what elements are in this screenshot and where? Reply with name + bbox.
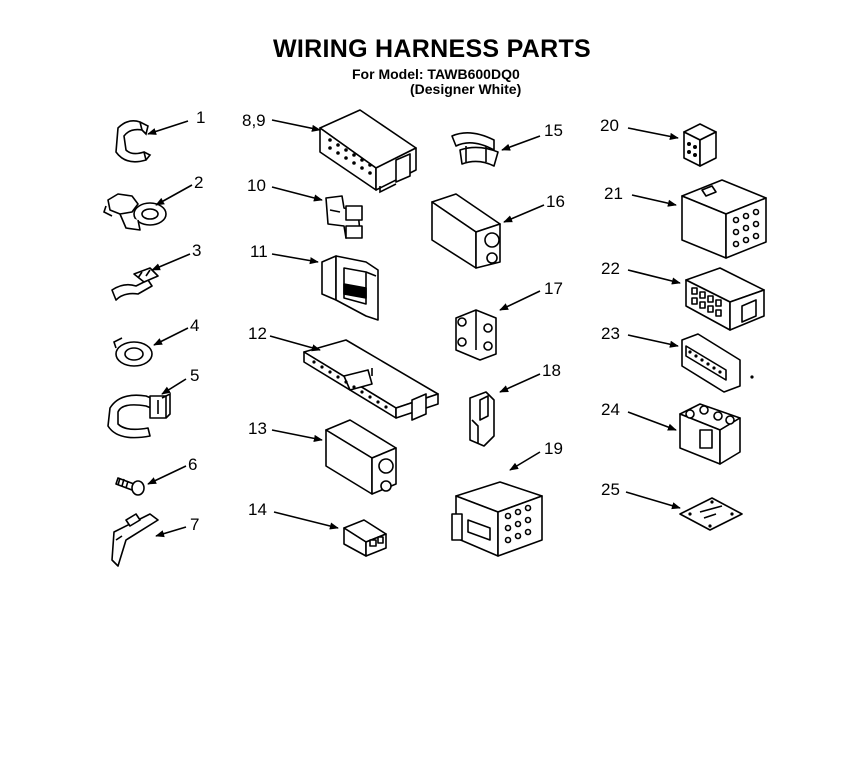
callout-20: 20: [600, 116, 619, 135]
part-12-pins: [312, 360, 388, 409]
leader-line-14: [273, 511, 339, 530]
callout-8-9: 8,9: [242, 111, 266, 130]
part-25: [679, 497, 743, 531]
leader-line-15: [501, 135, 541, 151]
callout-14: 14: [248, 500, 267, 519]
part-4: [113, 337, 153, 367]
leader-line-11: [271, 253, 319, 265]
callout-5: 5: [190, 366, 199, 385]
leader-line-6: [147, 465, 187, 485]
leader-line-1: [147, 120, 189, 135]
leader-line-2: [155, 184, 193, 206]
leader-line-21: [631, 194, 677, 207]
part-17: [455, 309, 497, 361]
callout-24: 24: [601, 400, 620, 419]
leader-line-10: [271, 186, 323, 202]
callout-7: 7: [190, 515, 199, 534]
part-3: [111, 267, 159, 301]
part-21-holes: [732, 208, 760, 248]
leader-line-22: [627, 269, 681, 285]
leader-line-18: [499, 373, 541, 393]
part-10: [325, 195, 363, 239]
leader-line-17: [499, 290, 541, 311]
part-1: [115, 120, 152, 163]
callout-15: 15: [544, 121, 563, 140]
leader-line-19: [509, 451, 541, 471]
callout-11: 11: [250, 242, 268, 261]
page-title: WIRING HARNESS PARTS: [272, 35, 592, 63]
leader-line-20: [627, 127, 679, 140]
part-24: [679, 403, 741, 465]
part-12: [303, 339, 439, 421]
part-8-9-pins: [328, 138, 372, 175]
callout-17: 17: [544, 279, 563, 298]
leader-line-23: [627, 334, 679, 348]
callout-16: 16: [546, 192, 565, 211]
callout-19: 19: [544, 439, 563, 458]
callout-18: 18: [542, 361, 561, 380]
part-8-9: [319, 109, 417, 194]
callout-3: 3: [192, 241, 201, 260]
callout-10: 10: [247, 176, 266, 195]
part-23-pins: [688, 350, 754, 379]
leader-line-7: [155, 526, 187, 538]
part-14: [343, 519, 387, 557]
leader-line-8-9: [271, 119, 321, 132]
leader-line-12: [269, 335, 321, 352]
part-7: [111, 513, 159, 567]
part-13: [325, 419, 397, 495]
leader-line-25: [625, 491, 681, 510]
part-20: [683, 123, 717, 167]
part-22-pins: [691, 287, 722, 317]
part-23: [681, 333, 741, 393]
callout-13: 13: [248, 419, 267, 438]
callout-12: 12: [248, 324, 267, 343]
leader-line-24: [627, 411, 677, 431]
leader-line-13: [271, 429, 323, 442]
part-5: [107, 392, 171, 439]
part-19-holes: [504, 504, 532, 544]
callout-23: 23: [601, 324, 620, 343]
callout-4: 4: [190, 316, 199, 335]
model-line: For Model: TAWB600DQ0: [352, 66, 520, 82]
callout-6: 6: [188, 455, 197, 474]
callout-25: 25: [601, 480, 620, 499]
leader-line-5: [161, 378, 187, 395]
part-11: [321, 255, 379, 321]
callout-1: 1: [196, 108, 205, 127]
callout-2: 2: [194, 173, 203, 192]
variant-line: (Designer White): [410, 81, 522, 97]
callout-22: 22: [601, 259, 620, 278]
leader-line-3: [151, 253, 191, 271]
part-18: [469, 391, 495, 447]
part-6: [115, 477, 145, 496]
callout-21: 21: [604, 184, 623, 203]
part-16: [431, 193, 501, 269]
leader-line-4: [153, 327, 189, 346]
leader-line-16: [503, 204, 545, 223]
part-15: [451, 132, 499, 167]
part-2: [103, 193, 167, 231]
part-21: [681, 179, 767, 259]
